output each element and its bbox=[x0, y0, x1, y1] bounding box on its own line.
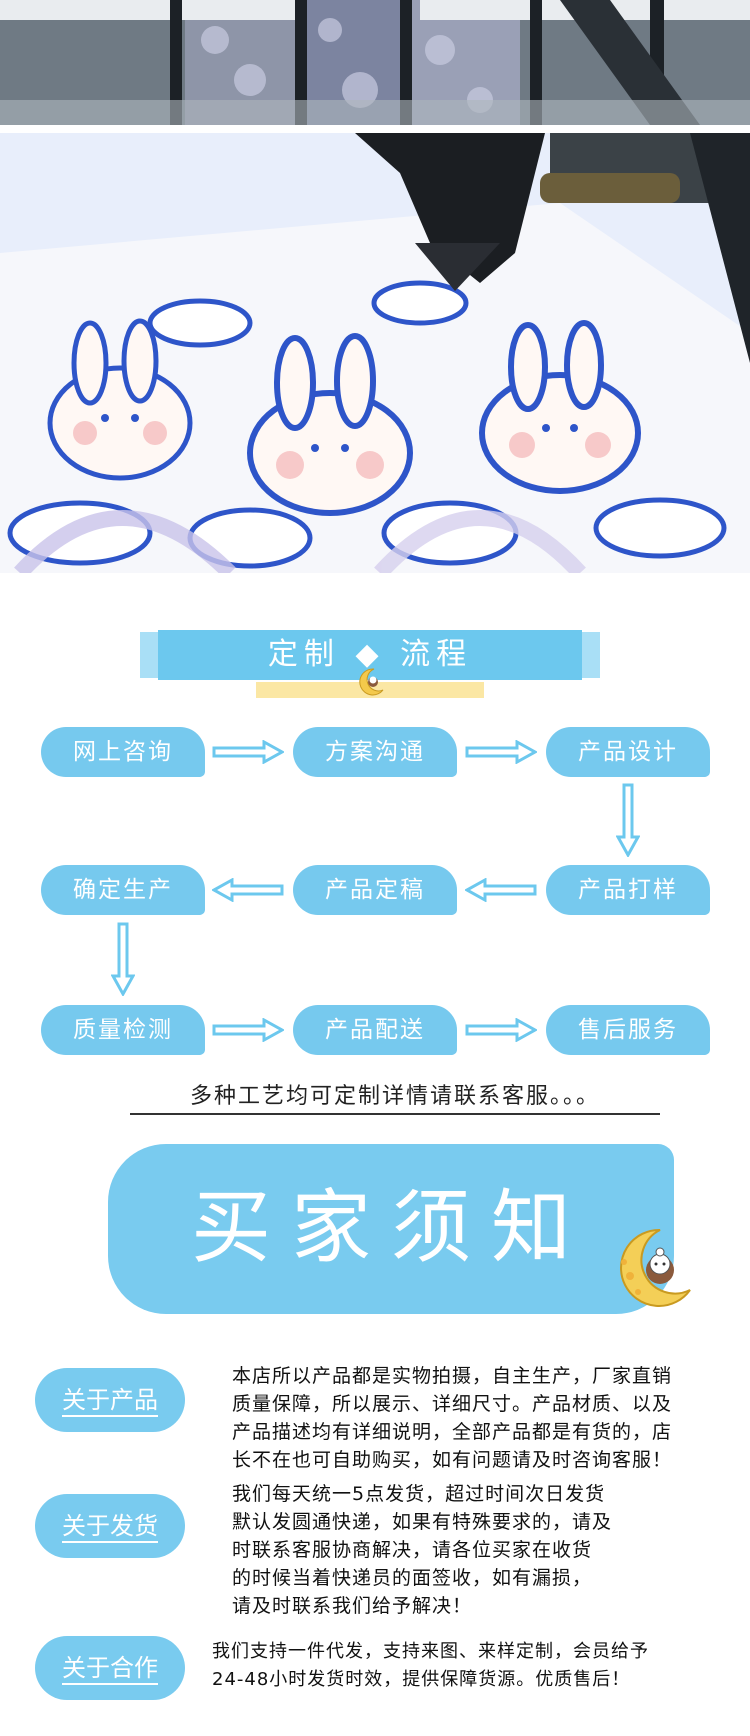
photo-laser-cutting bbox=[0, 133, 750, 573]
moon-icon bbox=[359, 668, 384, 696]
tag-about-cooperation: 关于合作 bbox=[35, 1636, 185, 1700]
process-title-block: 定制 ◆ 流程 bbox=[140, 630, 600, 702]
process-title: 定制 ◆ 流程 bbox=[158, 630, 582, 680]
machine-photo-illustration bbox=[0, 0, 750, 125]
moon-icon bbox=[620, 1228, 691, 1307]
arrow-left-icon bbox=[212, 878, 284, 902]
arrow-right-icon bbox=[465, 1018, 537, 1042]
customization-note: 多种工艺均可定制详情请联系客服。。。 bbox=[130, 1078, 660, 1115]
step-product-design: 产品设计 bbox=[546, 727, 710, 777]
step-plan-communication: 方案沟通 bbox=[293, 727, 457, 777]
step-quality-inspection: 质量检测 bbox=[41, 1005, 205, 1055]
step-sample-making: 产品打样 bbox=[546, 865, 710, 915]
info-about-products: 本店所以产品都是实物拍摄，自主生产，厂家直销 质量保障，所以展示、详细尺寸。产品… bbox=[232, 1365, 673, 1471]
step-after-sales: 售后服务 bbox=[546, 1005, 710, 1055]
info-about-shipping: 我们每天统一5点发货，超过时间次日发货 默认发圆通快递，如果有特殊要求的，请及 … bbox=[232, 1483, 613, 1617]
step-product-delivery: 产品配送 bbox=[293, 1005, 457, 1055]
tag-about-shipping: 关于发货 bbox=[35, 1494, 185, 1558]
photo-machine-top bbox=[0, 0, 750, 125]
step-online-consult: 网上咨询 bbox=[41, 727, 205, 777]
tag-about-products: 关于产品 bbox=[35, 1368, 185, 1432]
laser-cutting-illustration bbox=[0, 133, 750, 573]
step-confirm-production: 确定生产 bbox=[41, 865, 205, 915]
arrow-left-icon bbox=[465, 878, 537, 902]
step-finalize-product: 产品定稿 bbox=[293, 865, 457, 915]
arrow-down-icon bbox=[616, 783, 640, 857]
info-about-cooperation: 我们支持一件代发，支持来图、来样定制，会员给予 24-48小时发货时效，提供保障… bbox=[212, 1641, 649, 1690]
arrow-down-icon bbox=[111, 922, 135, 996]
arrow-right-icon bbox=[465, 740, 537, 764]
arrow-right-icon bbox=[212, 740, 284, 764]
buyer-notice-banner: 买家须知 bbox=[108, 1144, 674, 1314]
buyer-notice-title: 买家须知 bbox=[191, 1181, 591, 1274]
arrow-right-icon bbox=[212, 1018, 284, 1042]
